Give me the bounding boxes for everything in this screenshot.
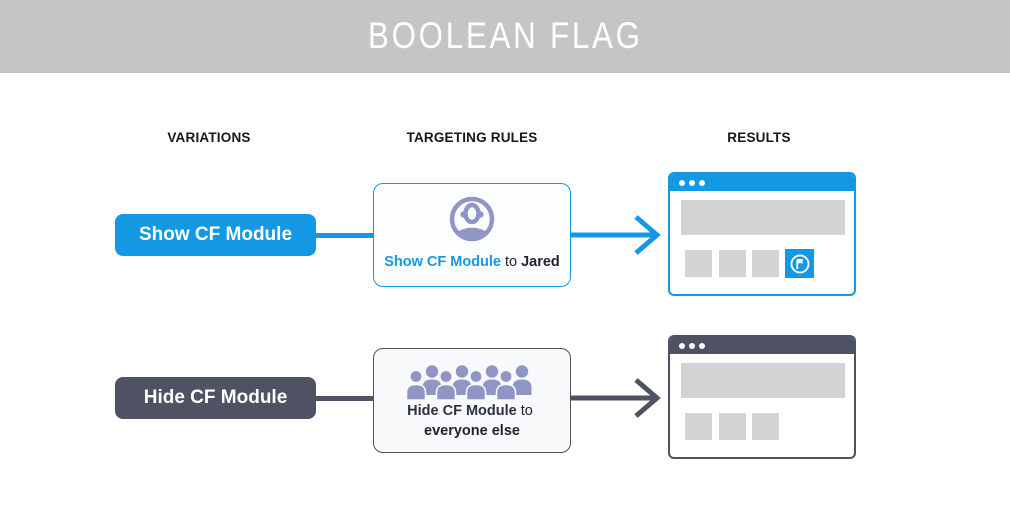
- column-header-targeting-rules: TARGETING RULES: [406, 130, 538, 145]
- rule-target-name: Jared: [521, 254, 560, 270]
- variation-show-cf-module: Show CF Module: [115, 214, 316, 256]
- rule-connector-word: to: [505, 254, 518, 270]
- header-banner: BOOLEAN FLAG: [0, 0, 1010, 73]
- variation-label: Hide CF Module: [143, 387, 288, 408]
- window-dot-icon: [679, 179, 685, 186]
- page-title: BOOLEAN FLAG: [367, 15, 643, 57]
- result-browser-with-module: [668, 172, 856, 296]
- cf-module-tile: [785, 249, 814, 278]
- placeholder-tile: [719, 413, 746, 440]
- connector-line: [316, 233, 373, 238]
- placeholder-tile: [752, 413, 779, 440]
- placeholder-tile: [685, 413, 712, 440]
- rule-flag-name: Hide CF Module: [407, 403, 517, 419]
- connector-line: [316, 396, 373, 401]
- crowd-icon: [374, 364, 570, 400]
- arrow-right-icon: [571, 378, 661, 418]
- column-header-results: RESULTS: [727, 130, 791, 145]
- rule-flag-name: Show CF Module: [384, 254, 501, 270]
- placeholder-tile: [752, 250, 779, 277]
- variation-label: Show CF Module: [138, 224, 293, 245]
- content-placeholder-banner: [681, 200, 845, 235]
- browser-titlebar: [670, 174, 854, 191]
- placeholder-tile: [685, 250, 712, 277]
- window-dot-icon: [699, 342, 705, 349]
- rule-connector-word: to: [520, 403, 533, 419]
- rule-target-name: everyone else: [424, 423, 520, 439]
- single-user-avatar-icon: [374, 195, 570, 243]
- window-dot-icon: [679, 342, 685, 349]
- browser-titlebar: [670, 337, 854, 354]
- column-header-variations: VARIATIONS: [167, 130, 251, 145]
- result-browser-without-module: [668, 335, 856, 459]
- window-dot-icon: [699, 179, 705, 186]
- window-dot-icon: [689, 179, 695, 186]
- content-placeholder-banner: [681, 363, 845, 398]
- rule-text-line2: everyone else: [374, 423, 570, 439]
- arrow-right-icon: [571, 215, 661, 255]
- placeholder-tile: [719, 250, 746, 277]
- window-dot-icon: [689, 342, 695, 349]
- flag-icon: [790, 254, 809, 273]
- variation-hide-cf-module: Hide CF Module: [115, 377, 316, 419]
